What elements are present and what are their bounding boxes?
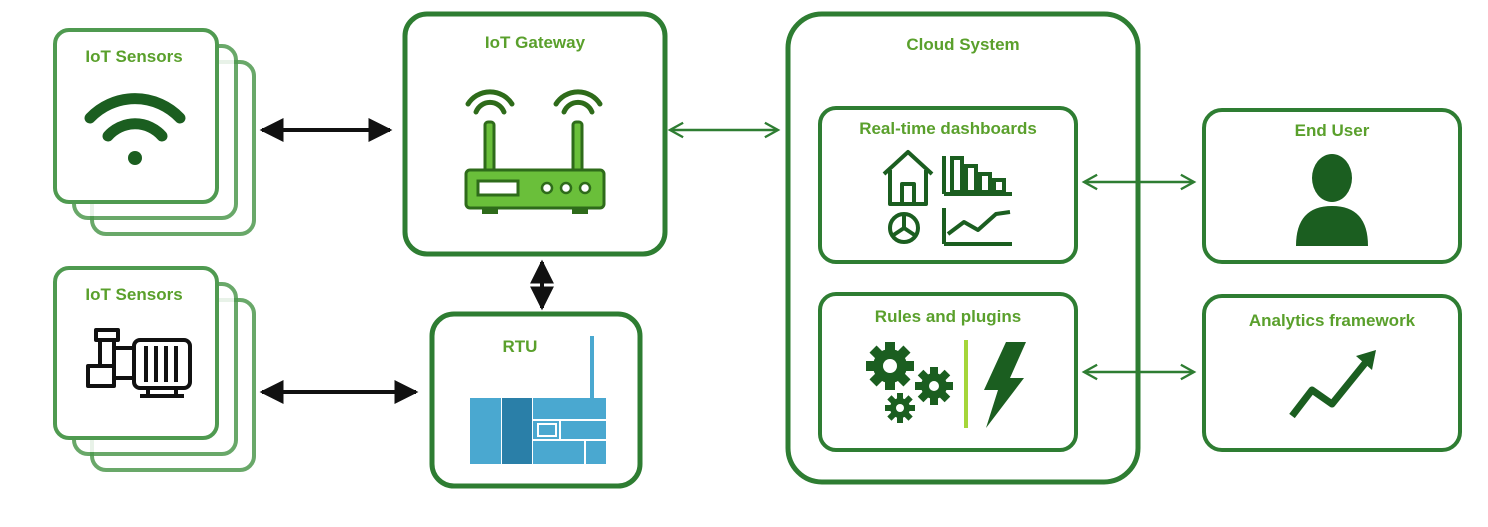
node-iot-gateway: IoT Gateway [402,11,668,257]
pie-chart-icon [888,212,920,244]
end-user-label: End User [1295,121,1370,140]
node-end-user: End User [1202,108,1462,264]
home-icon [882,150,934,206]
user-icon [1296,154,1368,246]
analytics-label: Analytics framework [1249,311,1416,330]
iot-sensors-top-label: IoT Sensors [85,47,182,66]
rtu-controller-icon [470,336,606,464]
iot-sensors-bottom-label: IoT Sensors [85,285,182,304]
node-analytics-framework: Analytics framework [1202,294,1462,452]
bar-chart-icon [942,156,1012,196]
node-realtime-dashboards: Real-time dashboards [818,106,1078,264]
line-chart-icon [942,208,1012,246]
divider-bar [964,340,968,428]
node-cloud-system: Cloud System Real-time dashboards [785,11,1141,485]
node-iot-sensors-top: IoT Sensors [53,28,256,236]
wifi-icon [84,93,186,165]
lightning-icon [984,342,1026,428]
router-icon [464,89,606,214]
rules-label: Rules and plugins [875,307,1021,326]
node-iot-sensors-bottom: IoT Sensors [53,266,256,472]
iot-gateway-label: IoT Gateway [485,33,586,52]
node-rtu: RTU [429,311,643,489]
trend-up-icon [1289,350,1376,419]
dashboards-label: Real-time dashboards [859,119,1037,138]
gears-icon [866,342,953,423]
cloud-system-label: Cloud System [906,35,1019,54]
motor-pump-icon [86,328,192,398]
node-rules-and-plugins: Rules and plugins [818,292,1078,452]
rtu-label: RTU [503,337,538,356]
